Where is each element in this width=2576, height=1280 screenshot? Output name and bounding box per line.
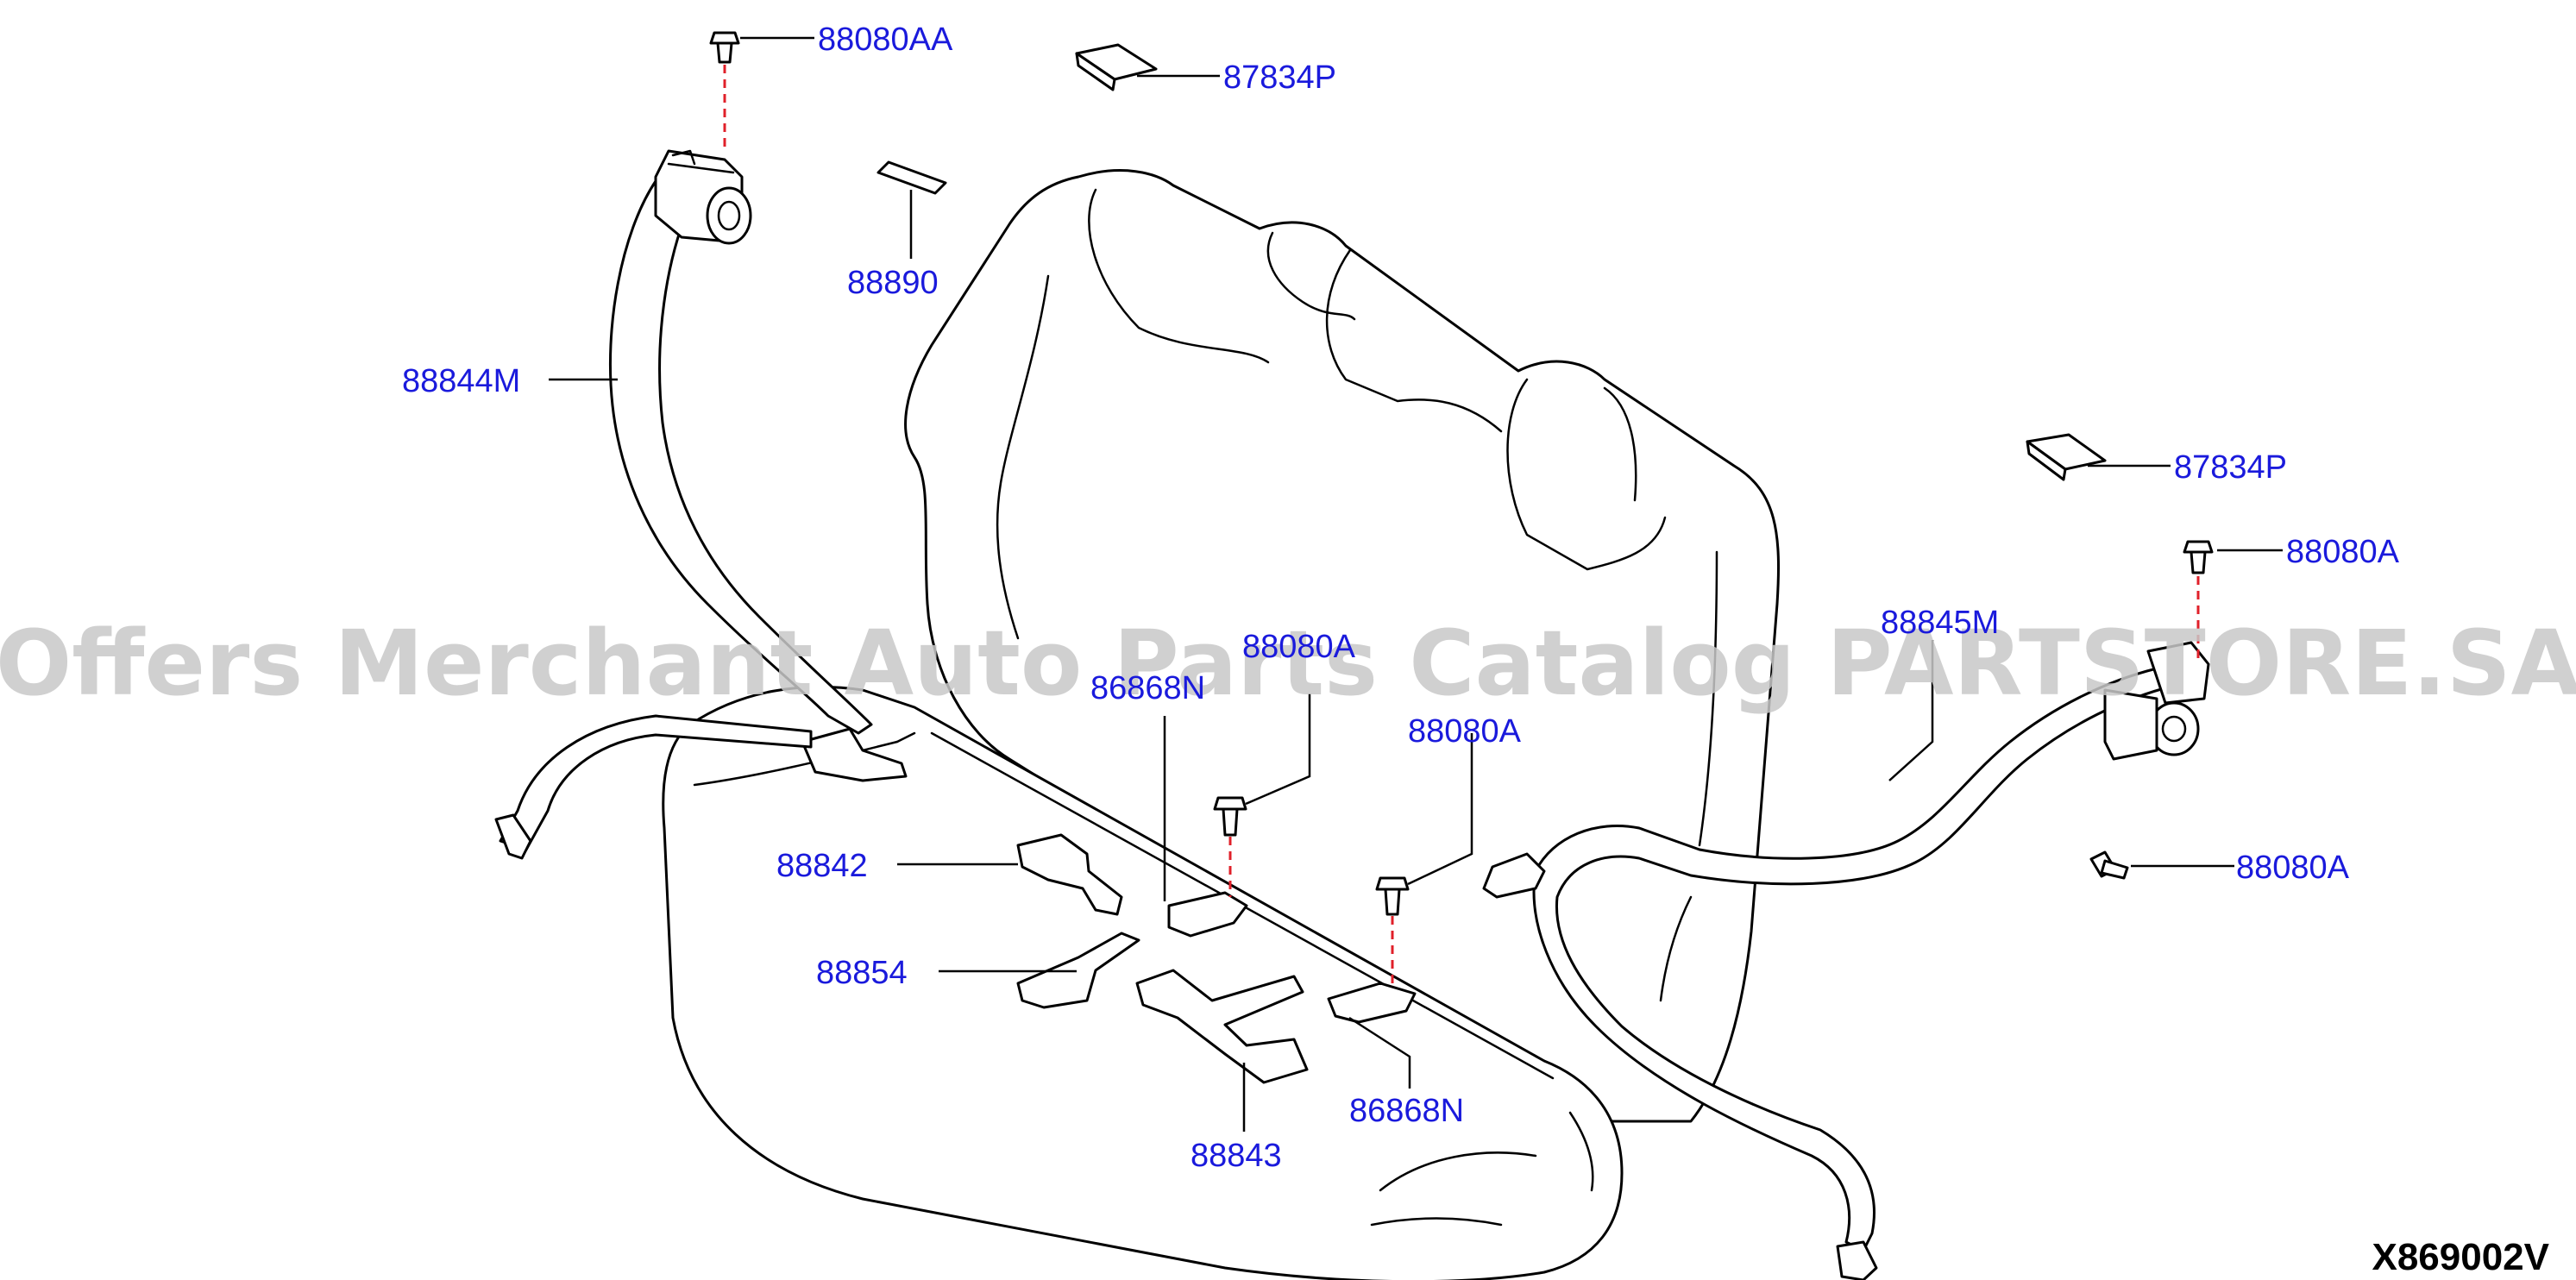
- cover-87834p-right: [2026, 433, 2107, 481]
- right-seat-belt-assembly: [1482, 641, 2210, 1280]
- cover-87834p-top: [1075, 43, 1158, 91]
- callout-88080aa: 88080AA: [818, 22, 953, 58]
- bolt-88080a-mid-left: [1213, 796, 1247, 837]
- callout-88080a-mid-left: 88080A: [1242, 629, 1356, 665]
- buckle-88843: [1135, 969, 1309, 1084]
- bracket-86868n-bottom: [1327, 982, 1417, 1024]
- callout-88080a-mid: 88080A: [1408, 713, 1522, 750]
- watermark-text: Offers Merchant Auto Parts Catalog PARTS…: [0, 611, 2576, 716]
- buckle-88854: [1016, 932, 1140, 1009]
- callout-88844m: 88844M: [402, 363, 520, 399]
- callout-88080a-right-top: 88080A: [2286, 534, 2400, 570]
- diagram-id: X869002V: [2372, 1236, 2549, 1278]
- bolt-88080a-mid: [1375, 876, 1410, 916]
- leader-lines: [549, 36, 2283, 1132]
- left-seat-belt-assembly: [494, 149, 916, 860]
- callout-88843: 88843: [1191, 1138, 1282, 1174]
- buckle-88842: [1016, 833, 1123, 916]
- callout-86868n-top: 86868N: [1090, 670, 1205, 706]
- label-88890: [876, 160, 947, 195]
- bolt-88080a-right-top: [2183, 540, 2214, 574]
- callout-88845m: 88845M: [1881, 605, 1999, 641]
- callout-labels: 88080AA 87834P 88890 88844M 87834P 88080…: [402, 22, 2400, 1174]
- callout-88890: 88890: [847, 265, 939, 301]
- callout-87834p-right: 87834P: [2174, 449, 2287, 486]
- alignment-lines: [723, 65, 2200, 988]
- bolt-88080aa: [709, 31, 740, 64]
- bracket-86868n-top: [1167, 891, 1248, 938]
- callout-88854: 88854: [816, 955, 908, 991]
- callout-86868n-bottom: 86868N: [1349, 1093, 1464, 1129]
- callout-88842: 88842: [776, 848, 868, 884]
- bolt-88080a-right-bottom: [2089, 850, 2129, 880]
- callout-88080a-right-bottom: 88080A: [2236, 850, 2350, 886]
- callout-87834p-top: 87834P: [1223, 60, 1336, 96]
